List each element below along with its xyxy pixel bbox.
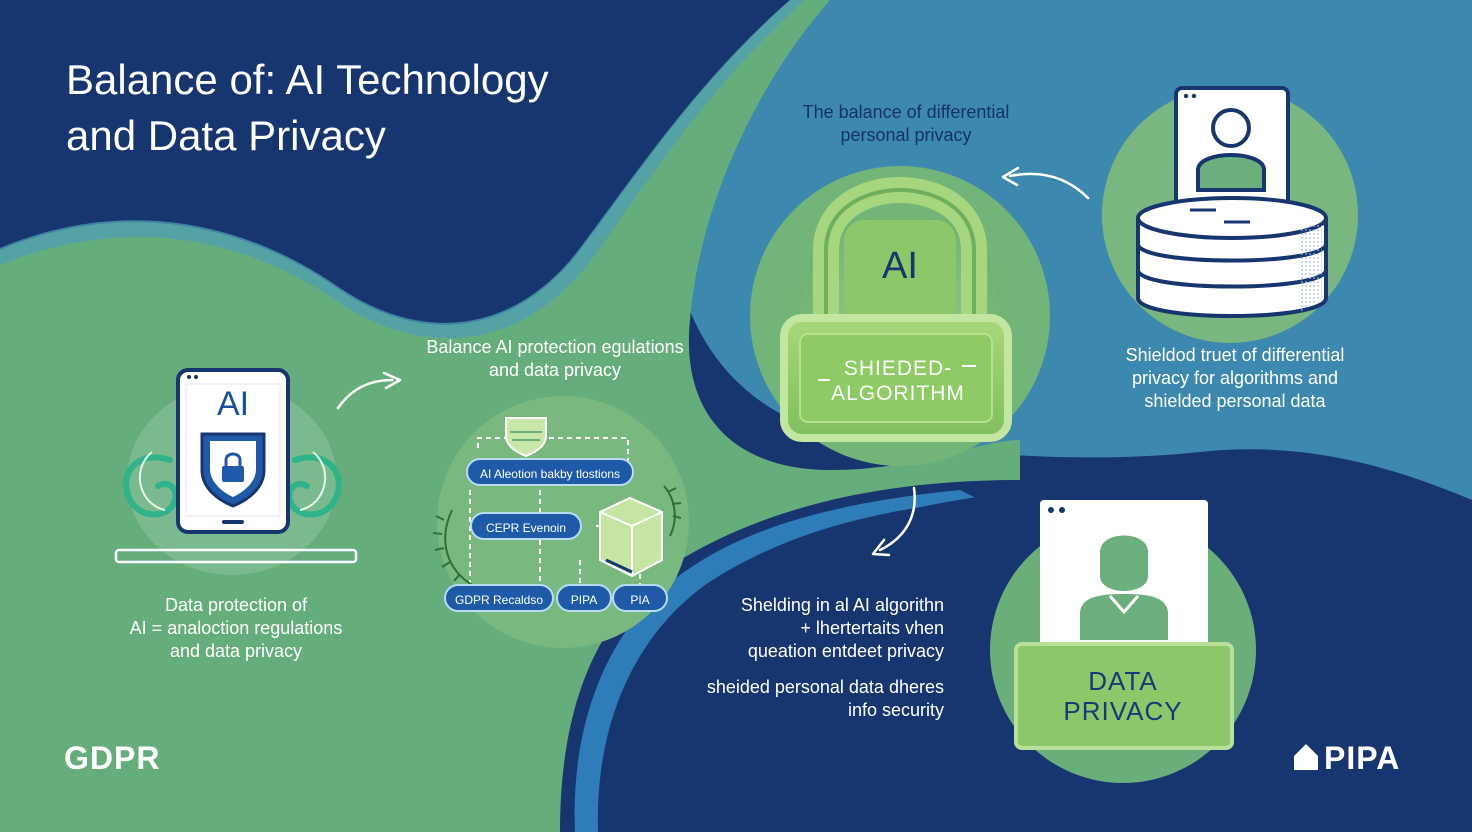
caption-bottom-left-line-3: and data privacy bbox=[169, 641, 303, 661]
flow-pill-gdpr: GDPR Recaldso bbox=[444, 584, 554, 612]
caption-bottom-left-line-1: Data protection of bbox=[164, 595, 308, 615]
caption-bottom-center-line-1: Shelding in al AI algorithn bbox=[740, 595, 944, 615]
caption-right-line-1: Shieldod truet of differential bbox=[1125, 345, 1345, 365]
title-line-2: and Data Privacy bbox=[66, 112, 386, 159]
caption-center-left-line-1: Balance AI protection egulations bbox=[426, 337, 684, 357]
caption-bottom-center-line-5: info security bbox=[847, 700, 944, 720]
caption-bottom-left-line-2: AI = analoction regulations bbox=[129, 618, 343, 638]
user-profile-card-icon bbox=[1014, 500, 1234, 750]
data-cube-icon bbox=[599, 496, 663, 578]
caption-bottom-left: Data protection of AI = analoction regul… bbox=[96, 594, 376, 663]
shield-badge-icon bbox=[505, 417, 547, 458]
caption-bottom-center-line-4: sheided personal data dheres bbox=[706, 677, 944, 697]
flow-pill-pia: PIA bbox=[612, 584, 668, 612]
padlock-icon bbox=[780, 177, 1012, 442]
data-privacy-line-2: PRIVACY bbox=[1063, 696, 1183, 726]
caption-center-left: Balance AI protection egulations and dat… bbox=[400, 336, 710, 382]
database-stack-icon bbox=[1136, 86, 1328, 318]
brand-gdpr: GDPR bbox=[64, 740, 161, 776]
data-privacy-line-1: DATA bbox=[1088, 666, 1158, 696]
caption-right-line-2: privacy for algorithms and bbox=[1131, 368, 1339, 388]
lock-plate-line-1: SHIEDED- bbox=[843, 357, 953, 380]
lock-plate-label: SHIEDED- ALGORITHM bbox=[792, 356, 1004, 456]
flow-pill-cepr: CEPR Evenoin bbox=[470, 512, 582, 540]
caption-right: Shieldod truet of differential privacy f… bbox=[1090, 344, 1380, 413]
flow-pill-pipa: PIPA bbox=[556, 584, 612, 612]
caption-top-line-1: The balance of differential bbox=[802, 102, 1010, 122]
caption-top-center: The balance of differential personal pri… bbox=[756, 101, 1056, 147]
caption-top-line-2: personal privacy bbox=[840, 125, 972, 145]
lock-plate-line-2: ALGORITHM bbox=[831, 382, 965, 405]
title-line-1: Balance of: AI Technology bbox=[66, 56, 549, 103]
laurel-wreath-icon bbox=[432, 485, 682, 587]
data-privacy-label: DATA PRIVACY bbox=[1016, 666, 1230, 726]
caption-bottom-center-line-2: + lhertertaits vhen bbox=[800, 618, 944, 638]
caption-center-left-line-2: and data privacy bbox=[488, 360, 622, 380]
caption-right-line-3: shielded personal data bbox=[1144, 391, 1326, 411]
lock-ai-label: AI bbox=[882, 245, 918, 287]
brand-pipa: PIPA bbox=[1324, 740, 1401, 776]
home-icon bbox=[1294, 744, 1318, 770]
smartphone-shield-lock-icon bbox=[176, 368, 290, 534]
page-title: Balance of: AI Technology and Data Priva… bbox=[66, 52, 686, 164]
caption-bottom-center: Shelding in al AI algorithn + lhertertai… bbox=[660, 594, 944, 722]
phone-ai-label: AI bbox=[216, 385, 250, 423]
flow-pill-ai: AI Aleotion bakby tlostions bbox=[466, 458, 634, 486]
caption-bottom-center-line-3: queation entdeet privacy bbox=[747, 641, 944, 661]
